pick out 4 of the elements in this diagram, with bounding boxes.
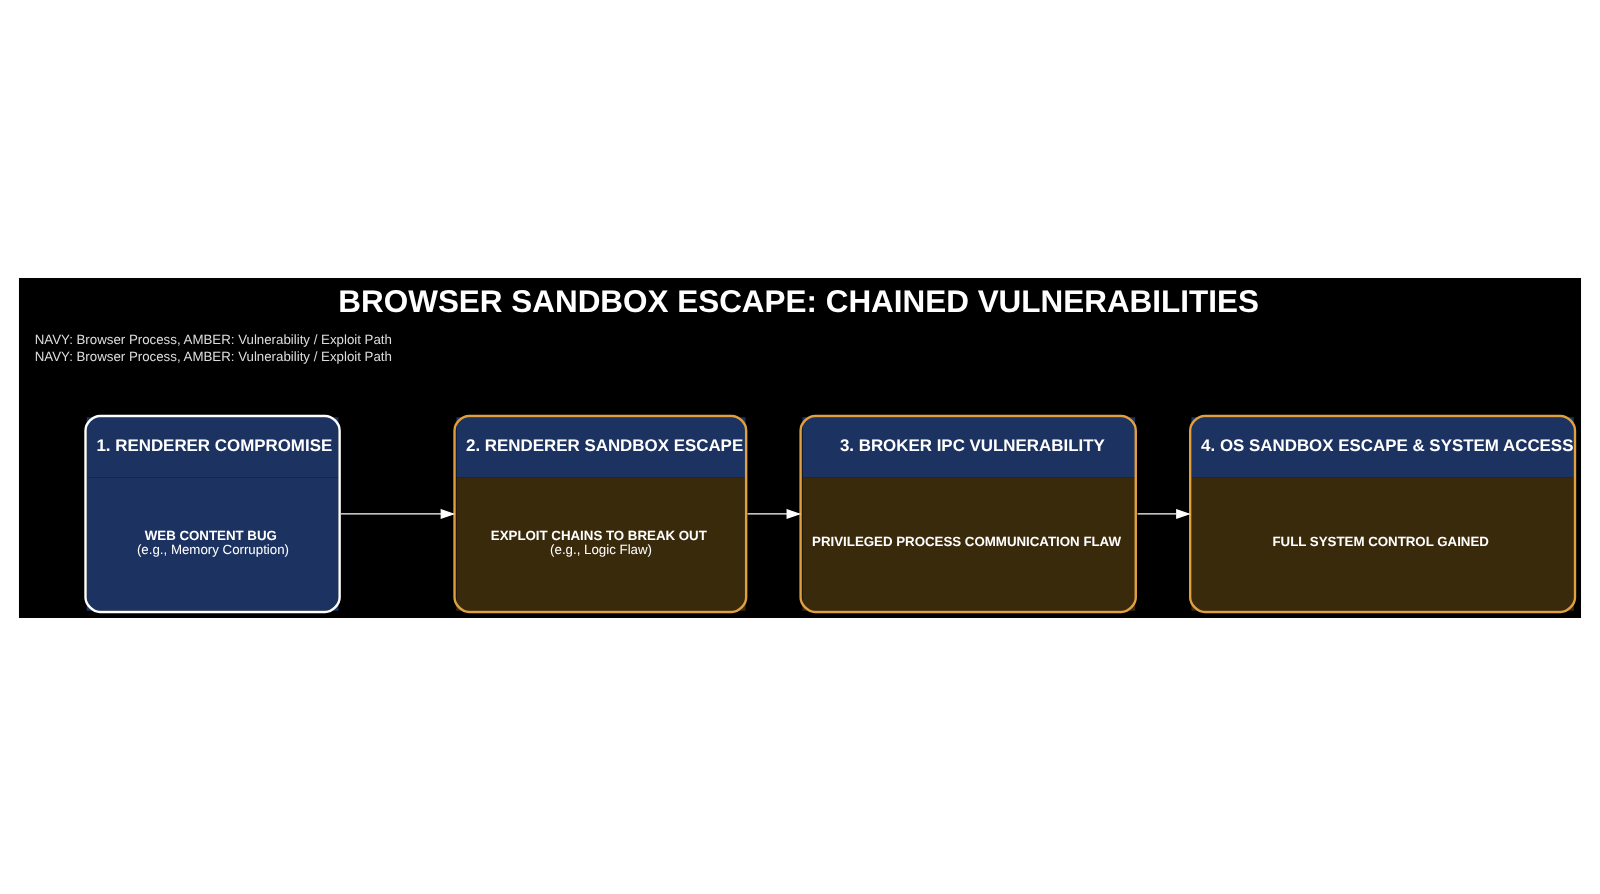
arrow xyxy=(340,507,456,519)
diagram-title: BROWSER SANDBOX ESCAPE: CHAINED VULNERABILITIES xyxy=(338,284,1259,319)
arrow xyxy=(1136,507,1191,519)
arrow xyxy=(746,507,802,519)
